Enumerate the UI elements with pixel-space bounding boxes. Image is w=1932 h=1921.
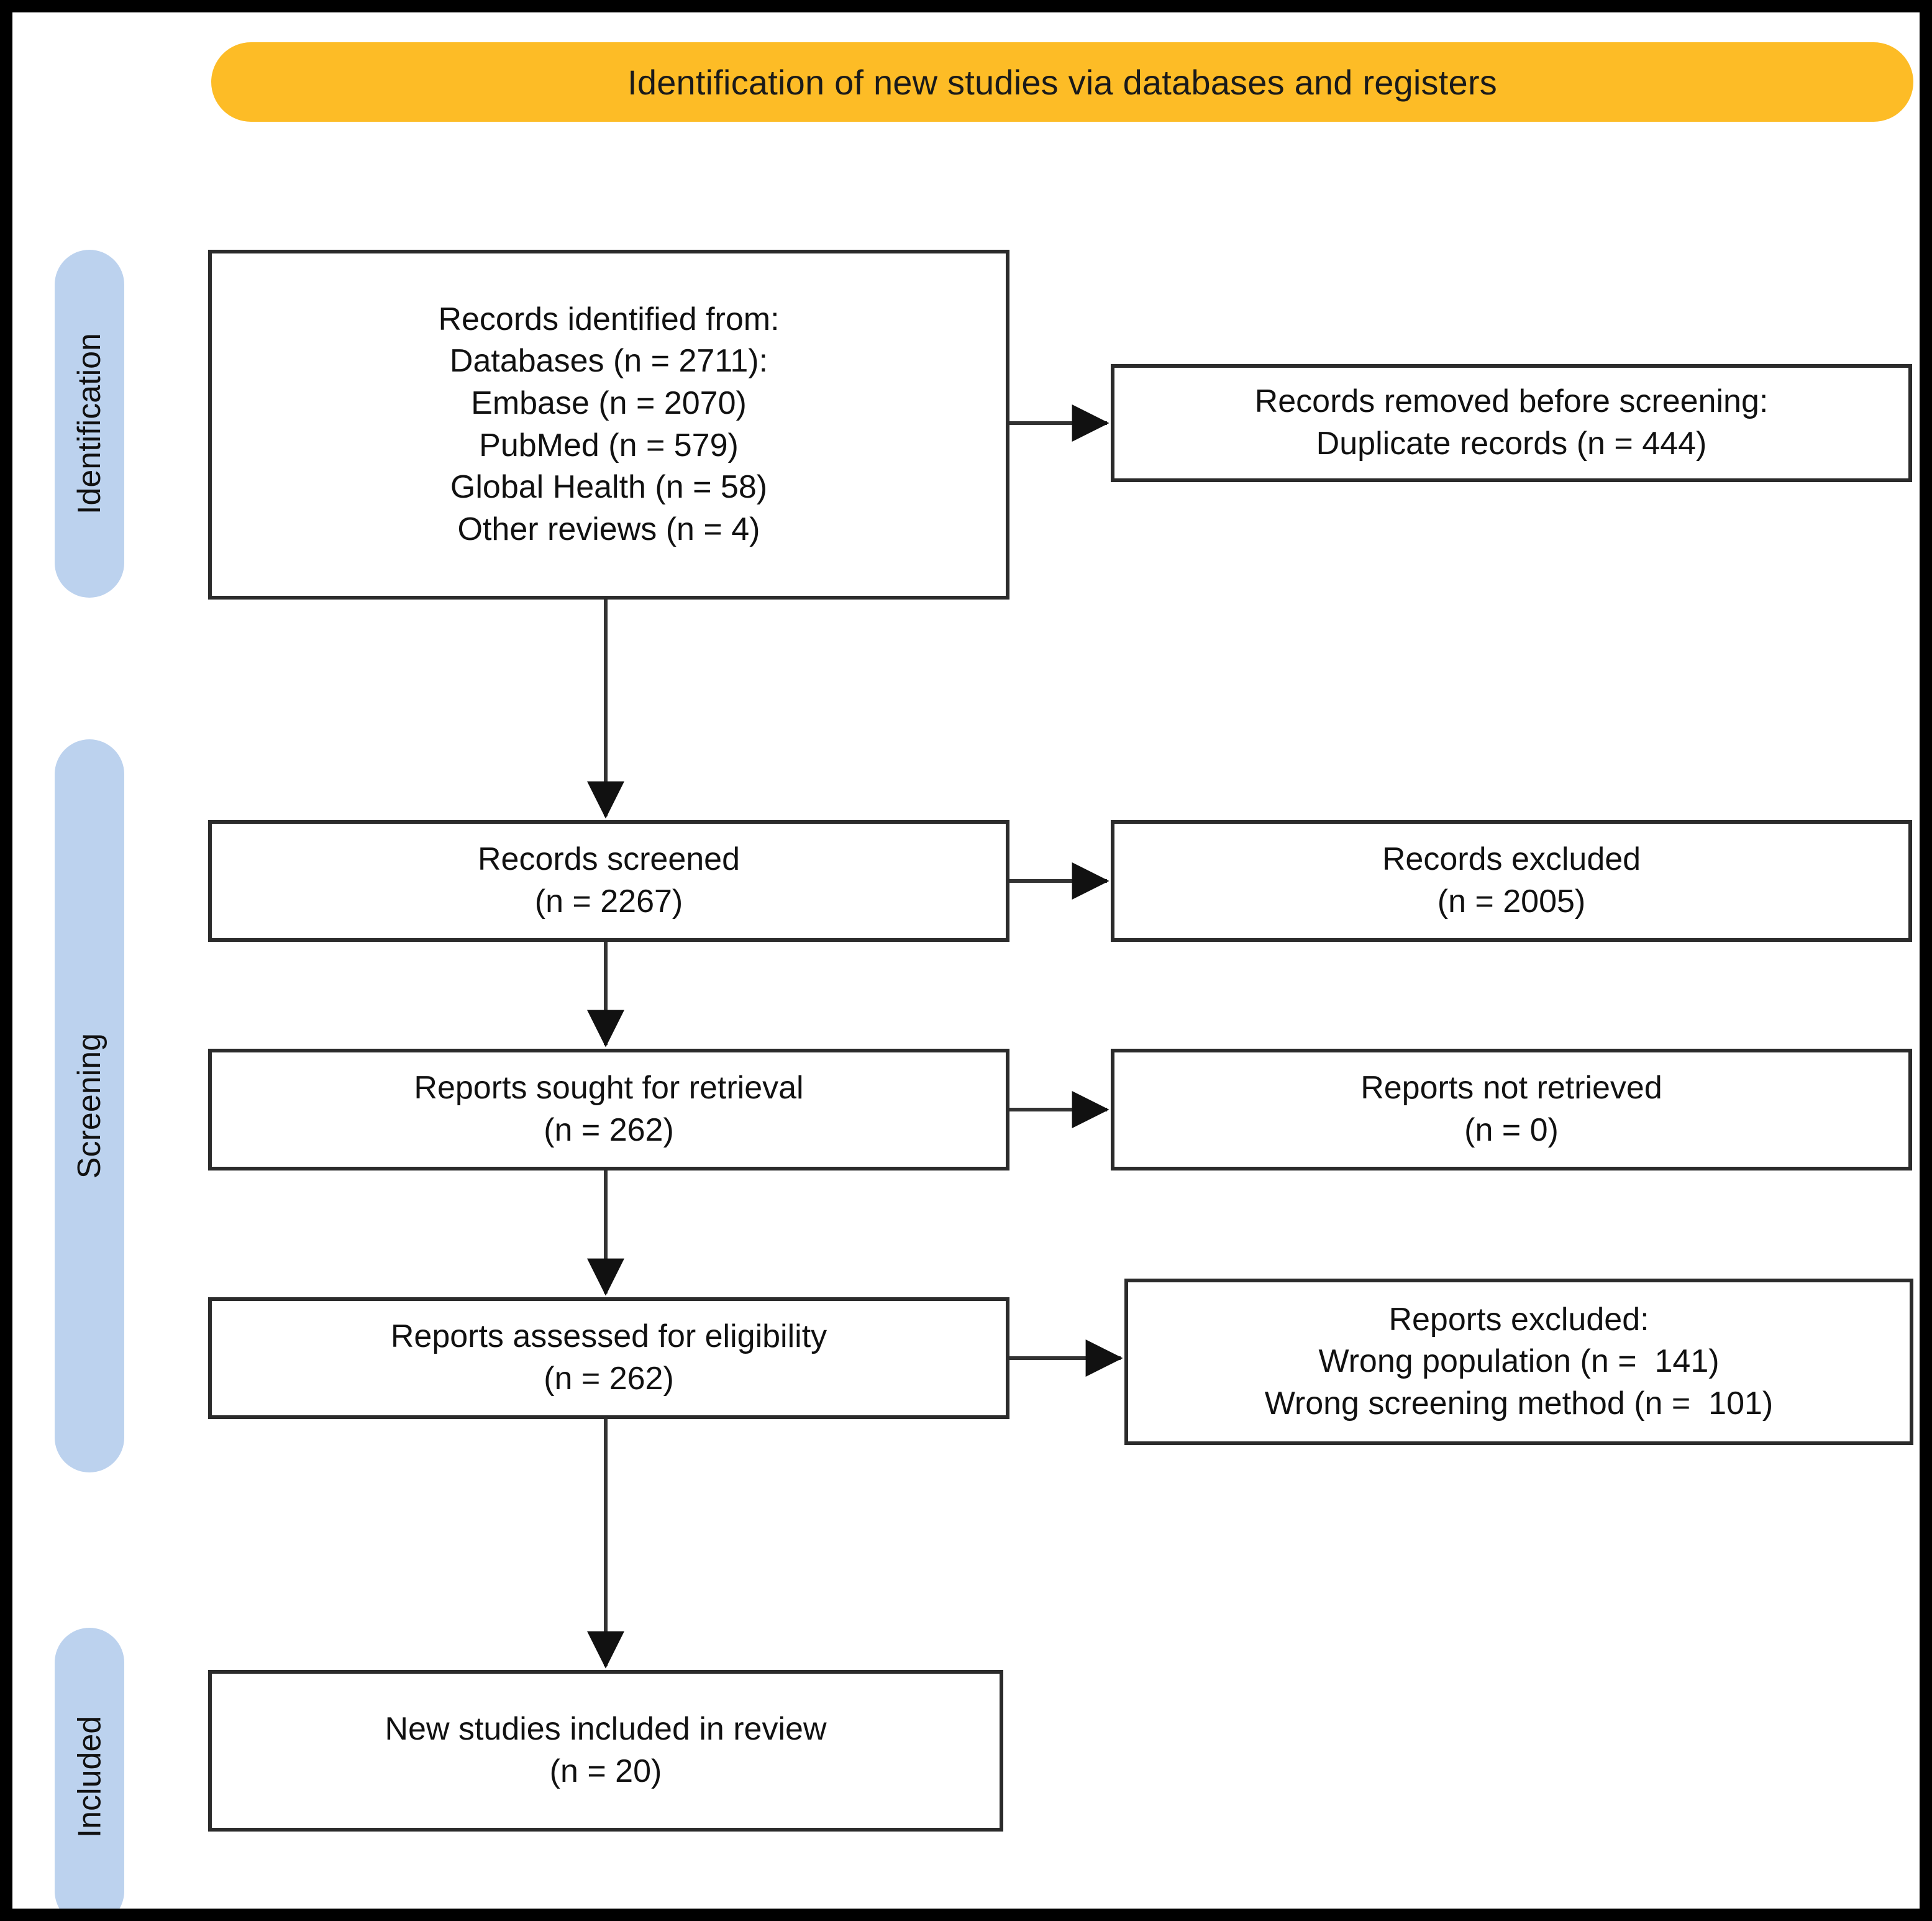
new-studies-included-box: New studies included in review (n = 20) xyxy=(208,1670,1003,1832)
records-screened-box: Records screened (n = 2267) xyxy=(208,820,1009,942)
records-excluded-line-2: (n = 2005) xyxy=(1437,883,1586,919)
reports-excluded-line-2: Wrong population (n = 141) xyxy=(1318,1343,1720,1380)
records-identified-box: Records identified from: Databases (n = … xyxy=(208,250,1009,600)
records-identified-line-4: PubMed (n = 579) xyxy=(479,427,739,463)
reports-not-retrieved-line-2: (n = 0) xyxy=(1464,1112,1559,1148)
stage-label-identification: Identification xyxy=(55,250,124,598)
reports-assessed-line-1: Reports assessed for eligibility xyxy=(390,1318,827,1355)
records-screened-line-1: Records screened xyxy=(478,841,740,878)
new-studies-included-line-1: New studies included in review xyxy=(385,1711,827,1748)
reports-sought-line-2: (n = 262) xyxy=(544,1112,674,1148)
records-screened-line-2: (n = 2267) xyxy=(534,883,683,919)
reports-sought-line-1: Reports sought for retrieval xyxy=(414,1070,804,1107)
records-removed-line-2: Duplicate records (n = 444) xyxy=(1316,426,1707,462)
records-excluded-box: Records excluded (n = 2005) xyxy=(1111,820,1912,942)
reports-not-retrieved-box: Reports not retrieved (n = 0) xyxy=(1111,1049,1912,1170)
records-identified-line-6: Other reviews (n = 4) xyxy=(457,511,760,547)
reports-assessed-line-2: (n = 262) xyxy=(544,1361,674,1397)
records-identified-line-3: Embase (n = 2070) xyxy=(471,385,747,421)
records-removed-box: Records removed before screening: Duplic… xyxy=(1111,364,1912,482)
records-excluded-line-1: Records excluded xyxy=(1382,841,1641,878)
reports-sought-box: Reports sought for retrieval (n = 262) xyxy=(208,1049,1009,1170)
records-identified-line-2: Databases (n = 2711): xyxy=(449,343,768,380)
stage-label-screening-text: Screening xyxy=(71,1033,107,1179)
reports-excluded-line-1: Reports excluded: xyxy=(1388,1301,1649,1338)
reports-assessed-box: Reports assessed for eligibility (n = 26… xyxy=(208,1297,1009,1419)
diagram-title: Identification of new studies via databa… xyxy=(627,62,1497,102)
records-removed-line-1: Records removed before screening: xyxy=(1254,383,1769,420)
stage-label-screening: Screening xyxy=(55,739,124,1472)
new-studies-included-line-2: (n = 20) xyxy=(549,1753,662,1789)
records-identified-line-1: Records identified from: xyxy=(438,301,780,337)
reports-excluded-line-3: Wrong screening method (n = 101) xyxy=(1264,1385,1774,1421)
reports-excluded-box: Reports excluded: Wrong population (n = … xyxy=(1124,1279,1913,1445)
reports-not-retrieved-line-1: Reports not retrieved xyxy=(1360,1070,1662,1107)
diagram-header-banner: Identification of new studies via databa… xyxy=(211,42,1913,122)
stage-label-identification-text: Identification xyxy=(71,333,107,514)
stage-label-included: Included xyxy=(55,1628,124,1909)
records-identified-line-5: Global Health (n = 58) xyxy=(450,469,768,506)
stage-label-included-text: Included xyxy=(71,1715,108,1838)
